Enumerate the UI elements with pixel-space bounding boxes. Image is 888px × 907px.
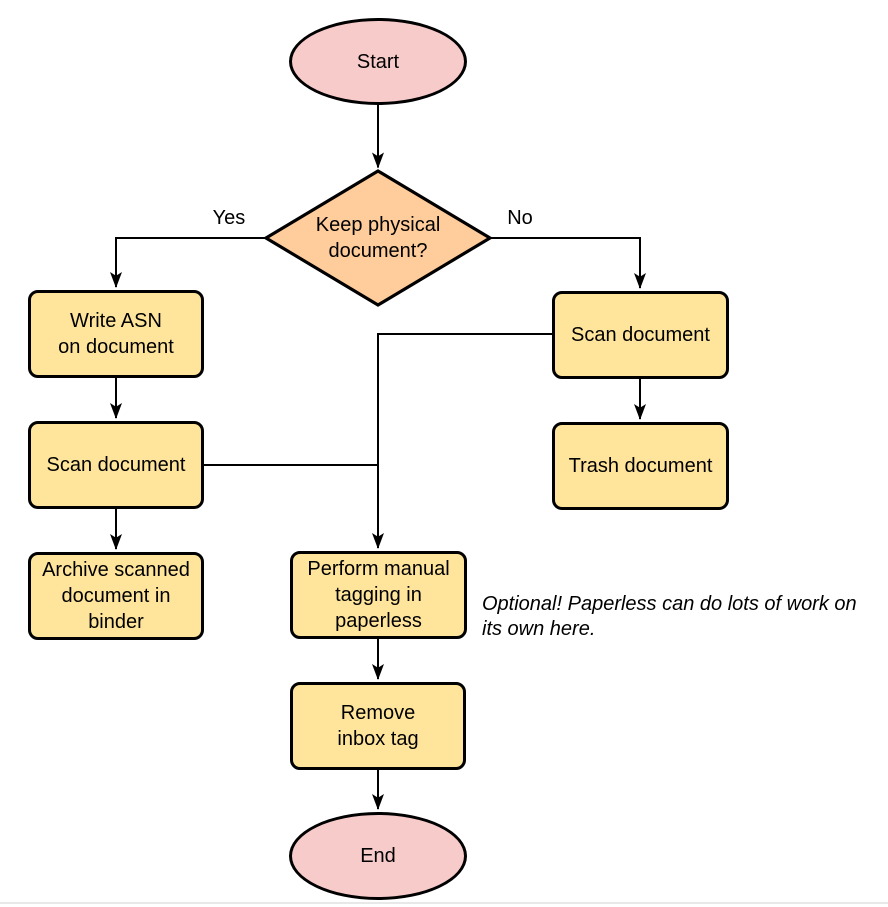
node-remove-inbox-tag: Remove inbox tag [290,682,466,770]
node-end: End [289,812,467,900]
node-trash-document: Trash document [552,422,729,510]
node-scan-document-right-label: Scan document [571,324,710,346]
optional-note: Optional! Paperless can do lots of work … [482,593,857,640]
node-scan-document-right: Scan document [552,291,729,379]
edge-label-yes: Yes [212,207,246,229]
node-scan-document-left-label: Scan document [46,454,186,476]
node-start: Start [289,18,467,105]
edge-decision-no-to-scan-right [490,237,646,289]
node-manual-tagging: Perform manual tagging in paperless [290,551,467,639]
decision-diamond-shape [262,169,494,307]
node-archive-binder: Archive scanned document in binder [28,552,204,640]
edge-decision-yes-to-write-asn [110,237,266,288]
edge-label-no: No [507,207,533,229]
bottom-divider [0,902,888,904]
node-decision-label: Keep physical document? [315,214,441,262]
node-remove-inbox-tag-label: Remove inbox tag [337,702,419,750]
node-start-label: Start [356,50,400,73]
node-write-asn: Write ASN on document [28,290,204,378]
node-write-asn-label: Write ASN on document [58,310,174,358]
node-scan-document-left: Scan document [28,421,204,509]
node-trash-document-label: Trash document [568,455,713,477]
edge-scan-right-to-tagging [372,333,552,549]
node-manual-tagging-label: Perform manual tagging in paperless [307,558,450,632]
node-end-label: End [360,845,396,867]
node-archive-binder-label: Archive scanned document in binder [42,559,190,633]
